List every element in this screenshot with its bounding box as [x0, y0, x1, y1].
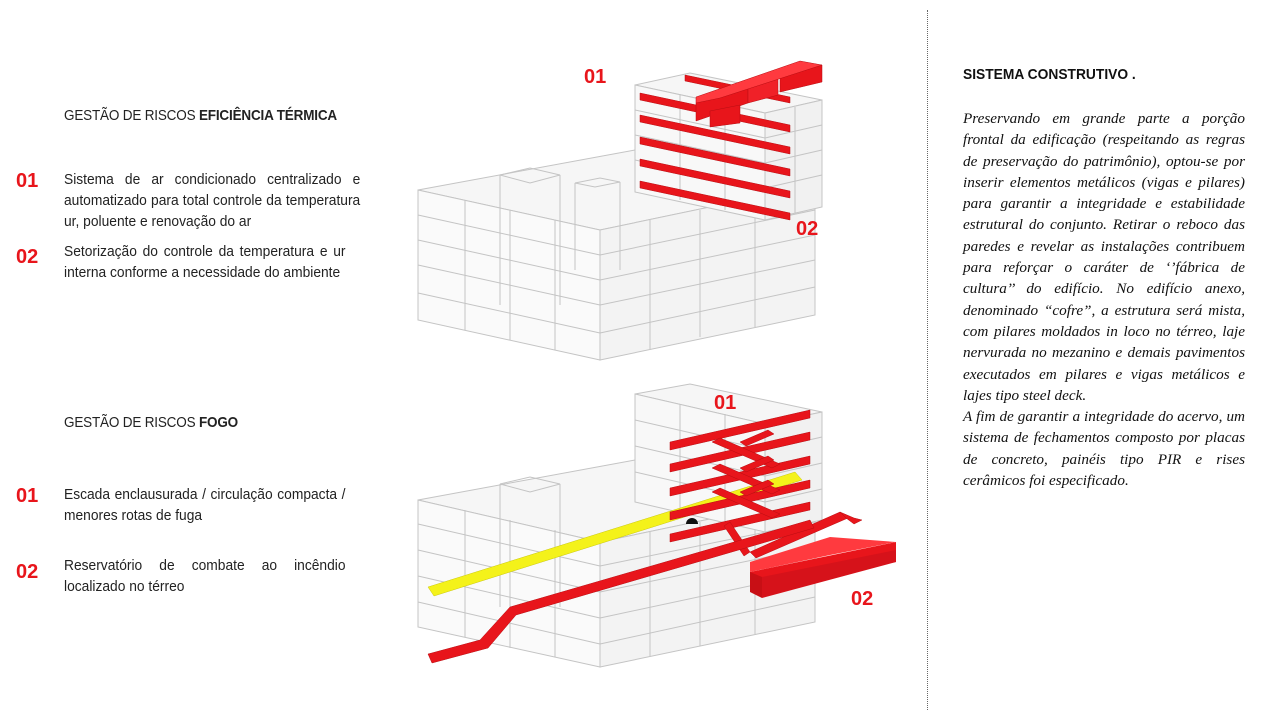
- fire-isometric-diagram: 01 02: [417, 383, 896, 668]
- thermal-section-title: GESTÃO DE RISCOS EFICIÊNCIA TÉRMICA: [64, 107, 337, 124]
- fire-label-01: 01: [714, 392, 736, 414]
- hvac-label-01: 01: [584, 66, 606, 88]
- construction-system-body: Preservando em grande parte a porção fro…: [963, 108, 1245, 491]
- fire-section-title: GESTÃO DE RISCOS FOGO: [64, 414, 238, 431]
- thermal-item-2-number: 02: [16, 246, 39, 268]
- hvac-label-02: 02: [796, 218, 818, 240]
- hvac-ducts: [639, 60, 823, 221]
- fire-title-prefix: GESTÃO DE RISCOS: [64, 414, 199, 431]
- fire-item-1-number: 01: [16, 485, 39, 507]
- fire-item-1-text: Escada enclausurada / circulação compact…: [64, 486, 346, 524]
- building-wireframe: [417, 72, 823, 361]
- fire-item-2-number: 02: [16, 561, 39, 583]
- person-marker-icon: [686, 518, 698, 524]
- fire-escape-stair: [427, 409, 863, 664]
- hvac-isometric-diagram: 01 02: [417, 60, 823, 361]
- thermal-item-1-number: 01: [16, 170, 39, 192]
- thermal-item-2-text: Setorização do controle da temperatura e…: [64, 243, 346, 281]
- body-paragraph-1: Preservando em grande parte a porção fro…: [963, 110, 1245, 404]
- fire-label-02: 02: [851, 588, 873, 610]
- construction-system-title: SISTEMA CONSTRUTIVO .: [963, 66, 1136, 83]
- thermal-title-bold: EFICIÊNCIA TÉRMICA: [198, 107, 337, 124]
- thermal-item-1-text: Sistema de ar condicionado centralizado …: [64, 171, 361, 230]
- column-divider: [927, 10, 928, 710]
- fire-item-2-text: Reservatório de combate ao incêndio loca…: [64, 557, 346, 595]
- body-paragraph-2: A fim de garantir a integridade do acerv…: [963, 408, 1245, 490]
- thermal-title-prefix: GESTÃO DE RISCOS: [64, 107, 199, 124]
- reservoir-tank: [750, 537, 896, 598]
- fire-title-bold: FOGO: [198, 414, 239, 431]
